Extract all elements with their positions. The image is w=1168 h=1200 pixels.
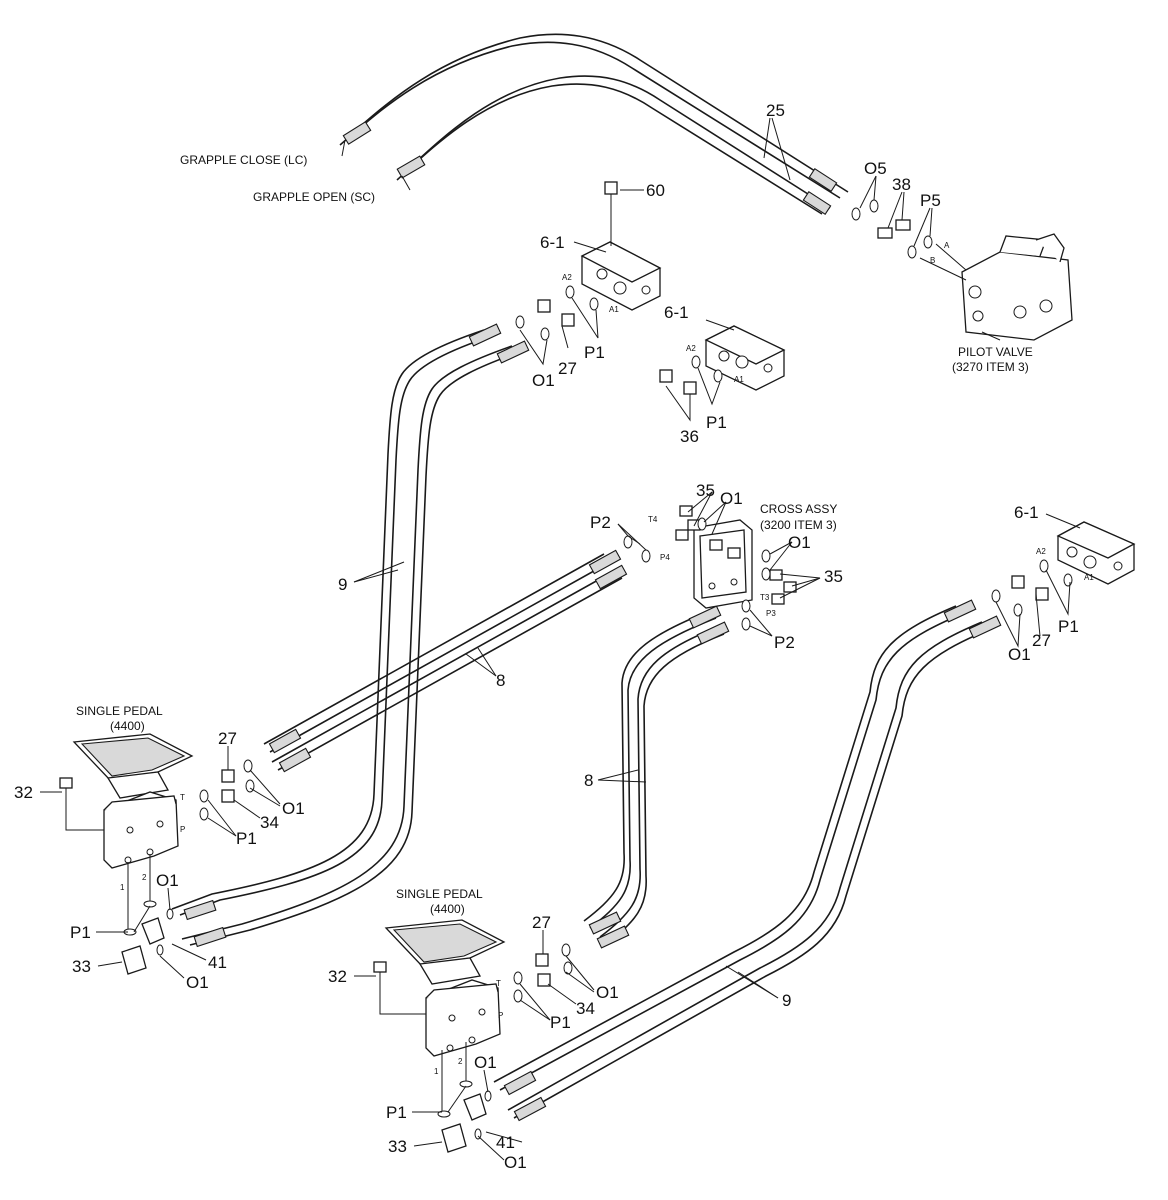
callouts: 25 O5 38 P5 60 6-1 O1 27 P1 6-1 36 P1 35… <box>14 101 1079 1172</box>
port-a2-right: A2 <box>1036 547 1046 556</box>
grapple-close-label: GRAPPLE CLOSE (LC) <box>180 153 307 167</box>
cross-assy <box>675 505 797 609</box>
callout-p5: P5 <box>920 191 941 210</box>
bolt-60 <box>604 181 618 246</box>
port-a2-top: A2 <box>562 273 572 282</box>
callout-8-lower: 8 <box>584 771 593 790</box>
pedal-left-label-1: SINGLE PEDAL <box>76 704 163 718</box>
port-1-right: 1 <box>434 1067 439 1076</box>
manifold-block-mid <box>704 325 786 391</box>
port-p3: P3 <box>766 609 776 618</box>
callout-9-lower: 9 <box>782 991 791 1010</box>
callout-27-right-pedal: 27 <box>532 913 551 932</box>
port-p-left: P <box>180 825 185 834</box>
callout-35-right: 35 <box>824 567 843 586</box>
port-a1-top: A1 <box>609 305 619 314</box>
callout-p1-left-pedal-b: P1 <box>70 923 91 942</box>
callout-p1-right: P1 <box>1058 617 1079 636</box>
pedal-left-label-2: (4400) <box>110 719 145 733</box>
leader-lines <box>40 117 1081 1161</box>
callout-34-right-pedal: 34 <box>576 999 595 1018</box>
port-1-left: 1 <box>120 883 125 892</box>
callout-6-1-mid: 6-1 <box>664 303 689 322</box>
callout-o1-left-pedal-c: O1 <box>186 973 209 992</box>
pilot-valve <box>961 233 1073 341</box>
port-t-left: T <box>180 793 185 802</box>
callout-p2-left: P2 <box>590 513 611 532</box>
callout-41-right-pedal: 41 <box>496 1133 515 1152</box>
callout-34-left-pedal: 34 <box>260 813 279 832</box>
callout-o1-right: O1 <box>1008 645 1031 664</box>
callout-o1-right-pedal-c: O1 <box>504 1153 527 1172</box>
callout-27-top: 27 <box>558 359 577 378</box>
port-a2-mid: A2 <box>686 344 696 353</box>
callout-6-1-right: 6-1 <box>1014 503 1039 522</box>
callout-25: 25 <box>766 101 785 120</box>
pilot-valve-label-2: (3270 ITEM 3) <box>952 360 1029 374</box>
callout-o5: O5 <box>864 159 887 178</box>
grapple-open-label: GRAPPLE OPEN (SC) <box>253 190 375 204</box>
callout-38: 38 <box>892 175 911 194</box>
port-p4: P4 <box>660 553 670 562</box>
pilot-valve-label-1: PILOT VALVE <box>958 345 1033 359</box>
callout-27-left-pedal: 27 <box>218 729 237 748</box>
callout-p1-mid: P1 <box>706 413 727 432</box>
callout-o1-cross-mid: O1 <box>788 533 811 552</box>
hose-8-upper <box>263 549 628 773</box>
manifold-block-top <box>580 241 662 311</box>
cross-assy-label-1: CROSS ASSY <box>760 502 837 516</box>
callout-p1-right-pedal-a: P1 <box>550 1013 571 1032</box>
callout-o1-right-pedal-b: O1 <box>474 1053 497 1072</box>
callout-33-left-pedal: 33 <box>72 957 91 976</box>
callout-32-right-pedal: 32 <box>328 967 347 986</box>
callout-36: 36 <box>680 427 699 446</box>
callout-p1-right-pedal-b: P1 <box>386 1103 407 1122</box>
port-a1-right: A1 <box>1084 573 1094 582</box>
callout-27-right: 27 <box>1032 631 1051 650</box>
callout-o1-cross-top: O1 <box>720 489 743 508</box>
callout-o1-top: O1 <box>532 371 555 390</box>
single-pedal-right <box>373 919 573 1153</box>
callout-p1-top: P1 <box>584 343 605 362</box>
port-t-right: T <box>496 979 501 988</box>
cross-assy-label-2: (3200 ITEM 3) <box>760 518 837 532</box>
pedal-right-label-2: (4400) <box>430 902 465 916</box>
port-p-right: P <box>498 1011 503 1020</box>
callout-60: 60 <box>646 181 665 200</box>
pedal-right-label-1: SINGLE PEDAL <box>396 887 483 901</box>
port-a: A <box>944 241 950 250</box>
port-2-right: 2 <box>458 1057 463 1066</box>
port-a1-mid: A1 <box>734 375 744 384</box>
callout-p1-left-pedal-a: P1 <box>236 829 257 848</box>
callout-9-upper: 9 <box>338 575 347 594</box>
callout-32-left-pedal: 32 <box>14 783 33 802</box>
callout-33-right-pedal: 33 <box>388 1137 407 1156</box>
hose-9-upper <box>171 323 530 948</box>
callout-p2-bottom: P2 <box>774 633 795 652</box>
port-b: B <box>930 256 935 265</box>
hose-25 <box>339 33 849 216</box>
port-t3: T3 <box>760 593 770 602</box>
callout-8-upper: 8 <box>496 671 505 690</box>
callout-41-left-pedal: 41 <box>208 953 227 972</box>
hose-9-lower <box>493 599 1002 1122</box>
single-pedal-left <box>59 733 255 975</box>
port-2-left: 2 <box>142 873 147 882</box>
callout-6-1-top: 6-1 <box>540 233 565 252</box>
callout-35-top: 35 <box>696 481 715 500</box>
port-t4: T4 <box>648 515 658 524</box>
callout-o1-right-pedal-a: O1 <box>596 983 619 1002</box>
callout-o1-left-pedal-b: O1 <box>156 871 179 890</box>
hose-8-lower <box>583 605 730 949</box>
callout-o1-left-pedal-a: O1 <box>282 799 305 818</box>
manifold-block-right <box>1056 521 1136 585</box>
